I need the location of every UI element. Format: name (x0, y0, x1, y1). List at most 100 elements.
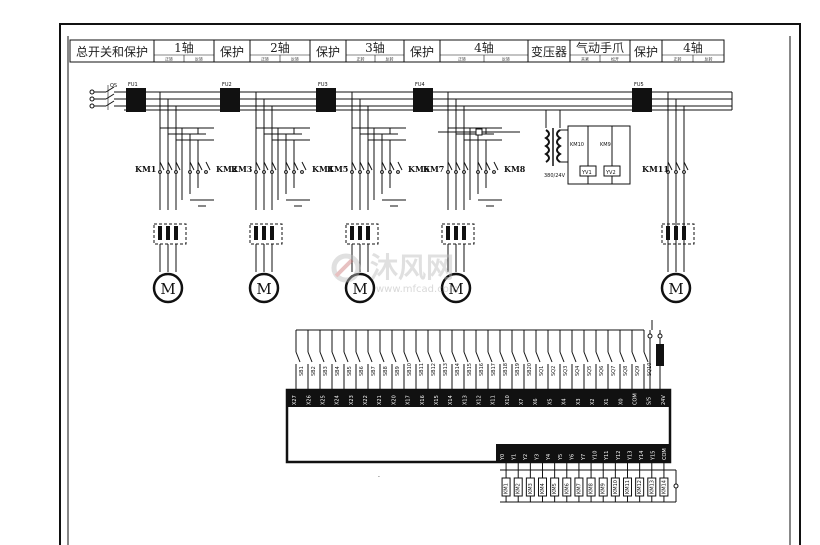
transformer-coil-icon (544, 129, 550, 163)
switch-contact (535, 351, 541, 363)
fuse-label: FU5 (634, 82, 644, 88)
switch-label: SB8 (383, 366, 389, 376)
switch-label: SB15 (467, 363, 473, 376)
title-cell-label: 保护 (316, 45, 340, 59)
title-cell-label: 3轴 (365, 40, 385, 55)
contact-icon (476, 170, 480, 174)
contact-icon (292, 170, 296, 174)
switch-contact (631, 351, 637, 363)
contact-blade (675, 161, 681, 171)
switch-contact (451, 351, 457, 363)
plc-output-terminal: Y13 (627, 451, 633, 461)
switch-label: SB20 (527, 363, 533, 376)
contact-blade (463, 161, 469, 171)
switch-contact (511, 351, 517, 363)
motor-label: M (448, 280, 463, 298)
switch-label: SQ3 (563, 366, 569, 376)
switch-contact (295, 351, 301, 363)
plc-mark: - (378, 474, 380, 480)
transformer-coil-icon (556, 129, 562, 163)
fuse-block (632, 88, 652, 112)
switch-contact (367, 351, 373, 363)
switch-contact (547, 351, 553, 363)
switch-label: SB12 (431, 363, 437, 376)
contactor-label: KM11 (642, 164, 669, 174)
thermal-relay-icon (249, 223, 283, 245)
switch-label: SQ4 (575, 366, 581, 376)
terminal-icon (673, 483, 679, 489)
contact-icon (270, 170, 274, 174)
title-cell-label: 总开关和保护 (76, 45, 148, 59)
plc-input-terminal: X4 (562, 398, 568, 405)
contact-icon (462, 170, 466, 174)
switch-contact (463, 351, 469, 363)
plc-output-terminal: Y5 (558, 454, 564, 461)
title-cell-sublabel: 正转 (357, 56, 365, 62)
contact-blade (455, 161, 461, 171)
plc-input-terminal: X21 (377, 395, 383, 405)
switch-label: SB17 (491, 363, 497, 376)
switch-label: SB3 (323, 366, 329, 376)
contactor-label: KM2 (216, 164, 237, 174)
switch-contact (559, 351, 565, 363)
thermal-element (682, 226, 686, 240)
switch-label: SB2 (311, 366, 317, 376)
contact-icon (674, 170, 678, 174)
title-cell-label: 4轴 (683, 40, 703, 55)
title-cell-label: 气动手爪 (576, 40, 624, 55)
plc-input-terminal: X3 (576, 398, 582, 405)
title-cell-label: 保护 (634, 45, 658, 59)
relay-label: KM10 (570, 142, 584, 148)
contact-blade (205, 161, 211, 171)
switch-contact (583, 351, 589, 363)
watermark-url: www.mfcad.com (376, 284, 459, 295)
plc-input-terminal: X12 (477, 395, 483, 405)
coil-label: KM3 (528, 483, 534, 494)
thermal-relay-icon (153, 223, 187, 245)
plc-output-terminal: Y15 (651, 451, 657, 461)
plc-input-terminal: X24 (335, 395, 341, 405)
switch-contact (571, 351, 577, 363)
plc-input-terminal: X13 (462, 395, 468, 405)
contact-icon (300, 170, 304, 174)
switch-contact (487, 351, 493, 363)
plc-output-strip (496, 444, 670, 462)
switch-label: QS (110, 83, 117, 89)
fuse-block (413, 88, 433, 112)
title-cell-sublabel: 正转 (458, 56, 466, 62)
switch-blade (105, 93, 115, 100)
plc-output-terminal: Y6 (569, 454, 575, 461)
supply-fuse-icon (656, 344, 664, 366)
switch-label: SB9 (395, 366, 401, 376)
thermal-element (674, 226, 678, 240)
motor-label: M (668, 280, 683, 298)
switch-contact (475, 351, 481, 363)
contactor-label: KM4 (312, 164, 334, 174)
switch-contact (319, 351, 325, 363)
coil-label: KM6 (564, 483, 570, 494)
contact-blade (167, 161, 173, 171)
switch-blade (105, 86, 115, 93)
contact-icon (396, 170, 400, 174)
plc-output-terminal: Y3 (535, 454, 541, 461)
switch-contact (643, 351, 649, 363)
motor-icon (344, 272, 376, 304)
title-cell-label: 2轴 (270, 40, 290, 55)
switch-label: SB1 (299, 366, 305, 376)
switch-contact (307, 351, 313, 363)
contactor-label: KM1 (135, 164, 156, 174)
title-cell-sublabel: 正转 (261, 56, 269, 62)
contact-icon (188, 170, 192, 174)
contact-blade (477, 161, 483, 171)
thermal-relay-icon (345, 223, 379, 245)
thermal-element (446, 226, 450, 240)
title-cell-label: 保护 (410, 45, 434, 59)
plc-input-terminal: X16 (420, 395, 426, 405)
terminal-icon (647, 333, 653, 339)
switch-label: SB7 (371, 366, 377, 376)
contact-blade (255, 161, 261, 171)
switch-label: SQ5 (587, 366, 593, 376)
plc-input-terminal: X20 (391, 395, 397, 405)
contact-blade (493, 161, 499, 171)
